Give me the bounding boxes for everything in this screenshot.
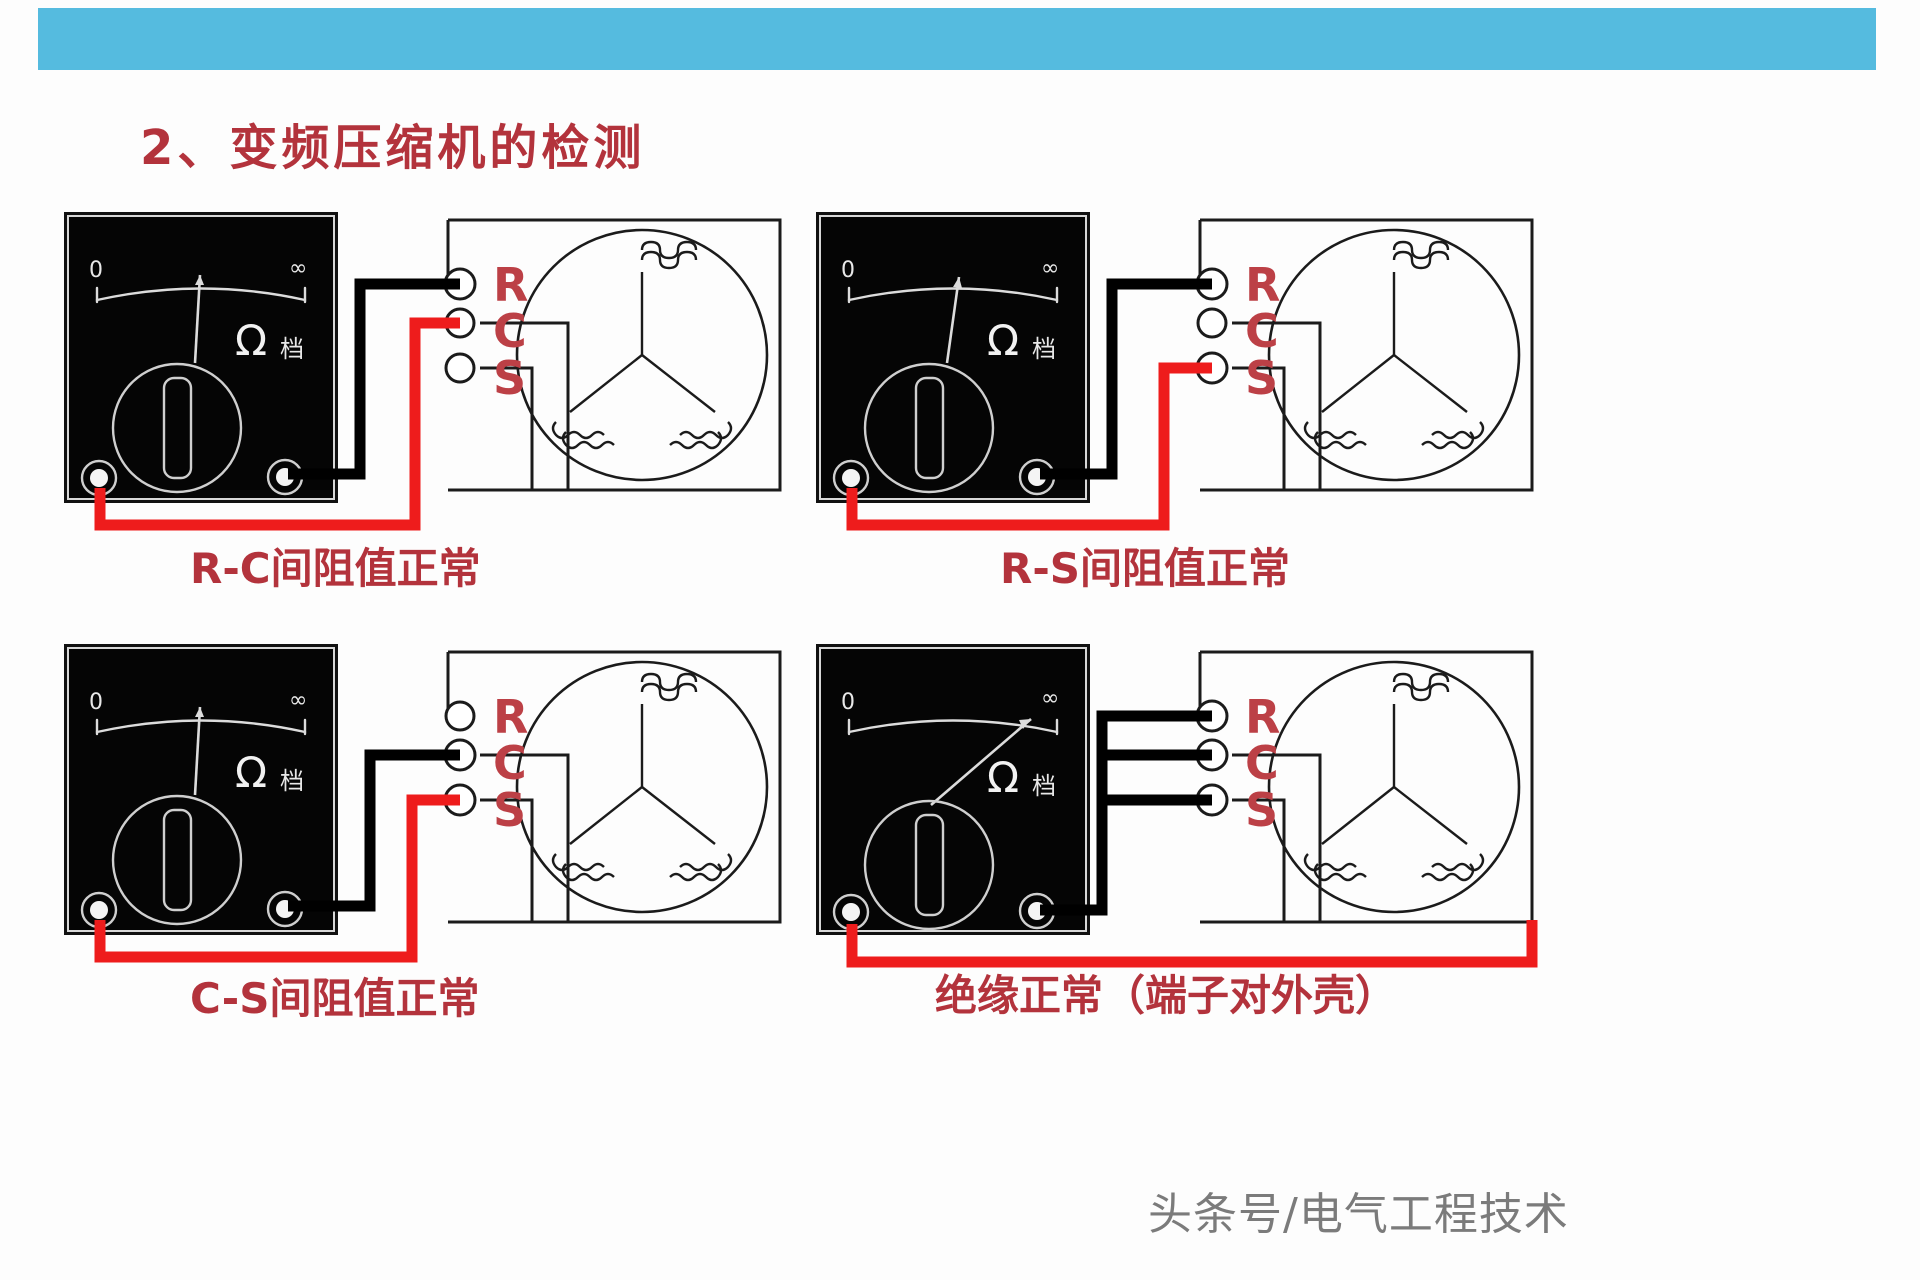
caption-cs: C-S间阻值正常	[190, 974, 480, 1023]
terminal-label-R: R	[493, 258, 529, 312]
meter-infinity-label: ∞	[289, 256, 307, 281]
meter-mode-label: 档	[1032, 772, 1056, 800]
meter-needle	[945, 276, 961, 364]
terminal-S-node[interactable]	[444, 352, 476, 384]
meter-zero-label: 0	[89, 690, 103, 715]
meter-needle-tip	[953, 277, 962, 288]
meter-rotary-knob	[111, 794, 243, 926]
meter-needle	[193, 706, 202, 796]
meter-mode-label: 档	[280, 767, 304, 795]
terminal-label-S: S	[1245, 351, 1279, 405]
meter-infinity-label: ∞	[1041, 686, 1059, 711]
meter-mode-label: 档	[280, 335, 304, 363]
meter-zero-label: 0	[841, 258, 855, 283]
terminal-S-node[interactable]	[1195, 351, 1229, 385]
meter-zero-label: 0	[89, 258, 103, 283]
meter-rotary-knob	[863, 362, 995, 494]
terminal-C-node[interactable]	[1195, 738, 1229, 772]
meter-infinity-label: ∞	[289, 688, 307, 713]
meter-rotary-knob	[863, 799, 995, 931]
meter-jack-black-center	[1028, 902, 1046, 920]
compressor-motor-cs	[420, 632, 850, 962]
meter-knob-pointer	[162, 808, 193, 912]
meter-jack-red-center	[842, 469, 860, 487]
page-title: 2、变频压缩机的检测	[140, 120, 646, 176]
meter-knob-pointer	[914, 376, 945, 480]
meter-jack-black-center	[276, 468, 294, 486]
terminal-R-node[interactable]	[444, 700, 476, 732]
meter-jack-black-center	[1028, 468, 1046, 486]
diagram-panel-cs: 0 ∞ Ω 档	[60, 632, 850, 1022]
terminal-R-node[interactable]	[443, 267, 477, 301]
terminal-S-node[interactable]	[443, 783, 477, 817]
caption-rs: R-S间阻值正常	[1000, 544, 1291, 593]
meter-needle	[930, 718, 1032, 806]
watermark-text: 头条号/电气工程技术	[1148, 1189, 1569, 1240]
compressor-motor-rc	[420, 200, 850, 530]
caption-rc: R-C间阻值正常	[190, 544, 481, 593]
meter-needle-tip	[195, 707, 204, 717]
header-banner	[38, 8, 1876, 70]
terminal-label-C: C	[493, 736, 527, 790]
terminal-C-node[interactable]	[443, 738, 477, 772]
terminal-label-R: R	[493, 690, 529, 744]
meter-needle-tip	[1019, 719, 1031, 729]
compressor-motor-rs	[1172, 200, 1602, 530]
meter-zero-label: 0	[841, 690, 855, 715]
meter-infinity-label: ∞	[1041, 256, 1059, 281]
multimeter-rc: 0 ∞ Ω 档	[64, 212, 338, 503]
caption-insulation: 绝缘正常（端子对外壳）	[935, 971, 1398, 1020]
terminal-label-C: C	[1245, 736, 1279, 790]
terminal-label-R: R	[1245, 258, 1281, 312]
meter-jack-black-center	[276, 900, 294, 918]
terminal-C-node[interactable]	[1196, 307, 1228, 339]
diagram-panel-rs: 0 ∞ Ω 档	[812, 200, 1602, 590]
meter-ohm-symbol: Ω	[987, 753, 1019, 802]
meter-rotary-knob	[111, 362, 243, 494]
compressor-motor-insulation	[1172, 632, 1602, 962]
meter-mode-label: 档	[1032, 335, 1056, 363]
terminal-label-S: S	[493, 351, 527, 405]
meter-knob-pointer	[162, 376, 193, 480]
multimeter-cs: 0 ∞ Ω 档	[64, 644, 338, 935]
multimeter-insulation: 0 ∞ Ω 档	[816, 644, 1090, 935]
meter-ohm-symbol: Ω	[235, 316, 267, 365]
terminal-label-R: R	[1245, 690, 1281, 744]
terminal-label-C: C	[1245, 304, 1279, 358]
terminal-label-S: S	[1245, 783, 1279, 837]
meter-ohm-symbol: Ω	[987, 316, 1019, 365]
multimeter-rs: 0 ∞ Ω 档	[816, 212, 1090, 503]
terminal-R-node[interactable]	[1195, 699, 1229, 733]
terminal-label-S: S	[493, 783, 527, 837]
terminal-S-node[interactable]	[1195, 783, 1229, 817]
meter-needle-tip	[195, 275, 204, 285]
diagram-panel-rc: 0 ∞ Ω 档	[60, 200, 850, 590]
meter-knob-pointer	[914, 813, 945, 917]
meter-ohm-symbol: Ω	[235, 748, 267, 797]
meter-jack-red-center	[90, 901, 108, 919]
terminal-C-node[interactable]	[444, 307, 476, 339]
meter-jack-red-center	[90, 469, 108, 487]
terminal-label-C: C	[493, 304, 527, 358]
terminal-R-node[interactable]	[1195, 267, 1229, 301]
meter-jack-red-center	[842, 903, 860, 921]
